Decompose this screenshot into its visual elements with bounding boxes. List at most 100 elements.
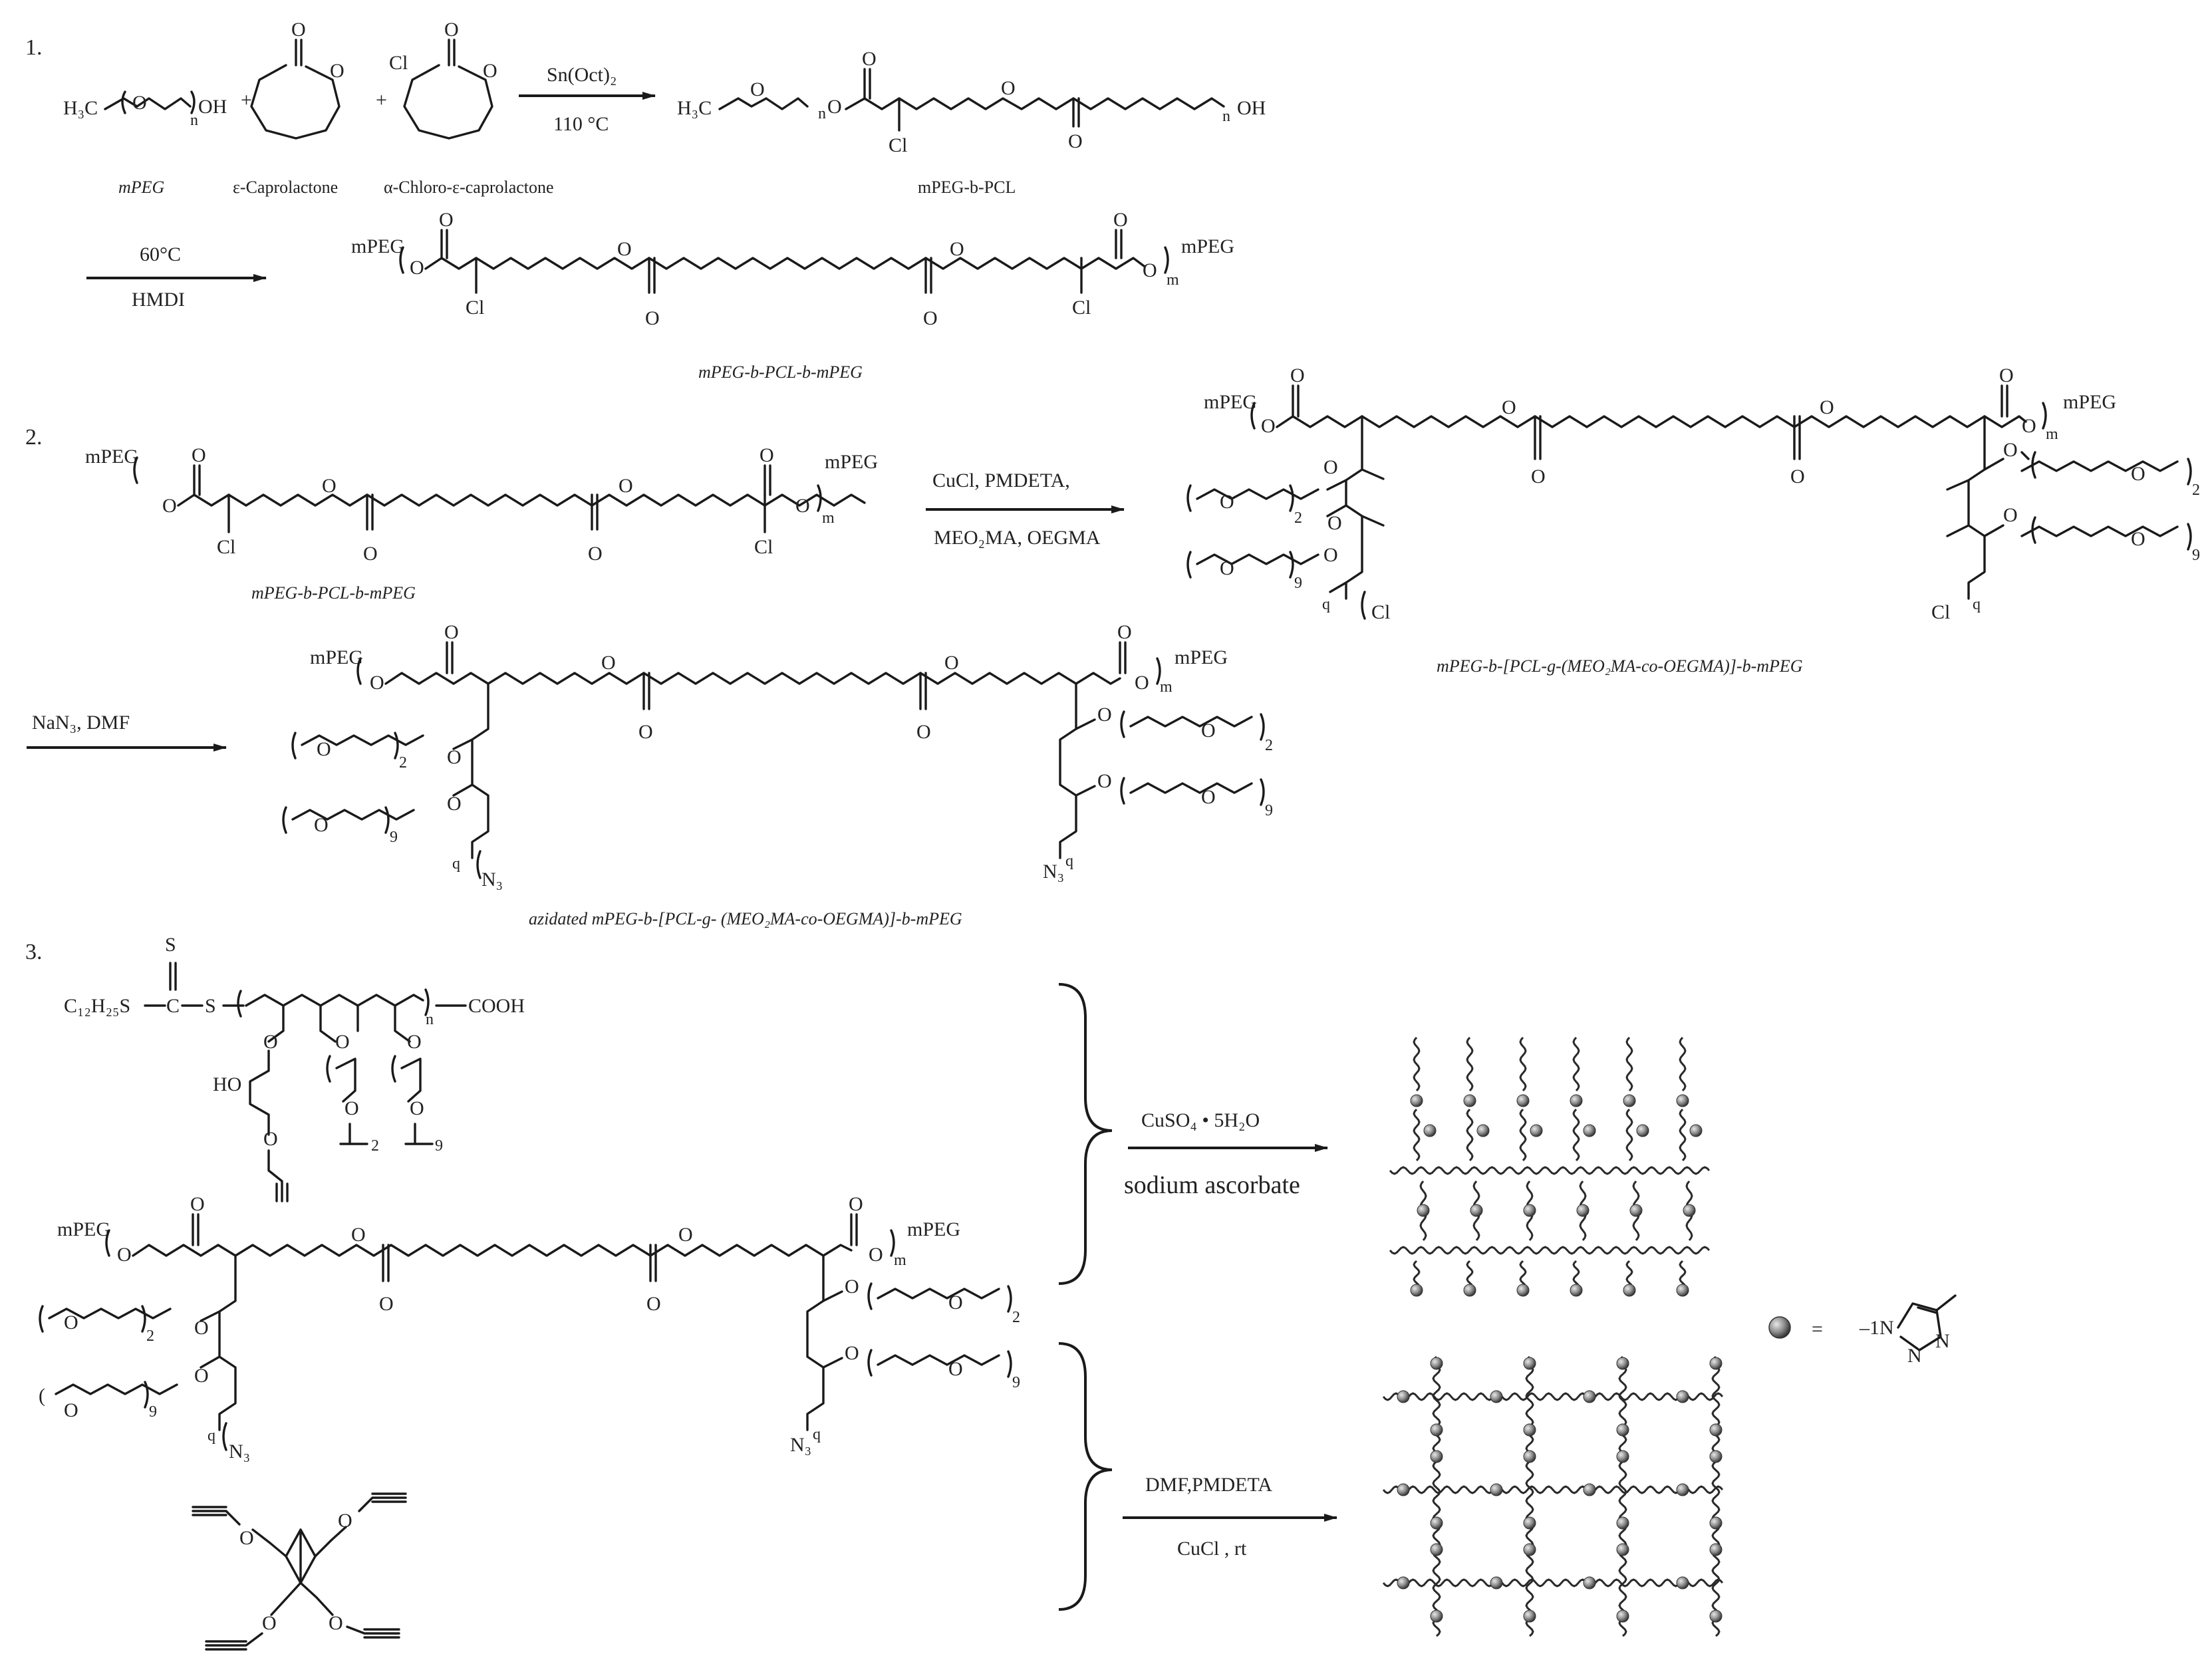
- nine-s3-2: 9: [1012, 1374, 1020, 1391]
- o-tl: O: [239, 1527, 254, 1549]
- o-raft-3: O: [407, 1031, 422, 1053]
- mpeg-right: mPEG: [1181, 235, 1234, 257]
- o-s3-bottom-2: O: [646, 1293, 661, 1315]
- cl-g-right: Cl: [1931, 601, 1950, 623]
- o-s3-top-2: O: [849, 1193, 863, 1215]
- reagent-meo2ma-oegma: MEO₂MA, OEGMA: [934, 527, 1101, 549]
- two-sub-1: 2: [1294, 509, 1302, 527]
- o-raft-1: O: [263, 1031, 278, 1053]
- reagent-60c: 60°C: [140, 243, 181, 265]
- chloro-caprolactone-ring: O O Cl: [389, 19, 497, 140]
- o-az-peg-4: O: [1201, 786, 1216, 808]
- mpeg-s3-left: mPEG: [57, 1218, 110, 1240]
- network-grid-vertical: [1711, 1355, 1721, 1637]
- o-s3-ester-1: O: [194, 1317, 209, 1339]
- reagent-cuso4: CuSO₄ • 5H₂O: [1141, 1109, 1260, 1131]
- triazole-legend: = –1N N N: [1768, 1294, 1957, 1367]
- triazole-bead: [1397, 1390, 1410, 1403]
- triazole-bead: [1623, 1284, 1636, 1297]
- triazole-bead: [1683, 1204, 1696, 1217]
- triazole-bead: [1430, 1450, 1443, 1463]
- o-az-top-2: O: [1117, 621, 1132, 643]
- o-s3-ester-3: O: [845, 1276, 859, 1298]
- triazole-bead: [1430, 1543, 1443, 1556]
- o-bl: O: [262, 1612, 277, 1634]
- ring-o: O: [330, 60, 345, 82]
- mpeg-right-2: mPEG: [825, 451, 878, 473]
- n3-az-right: N₃: [1043, 861, 1064, 883]
- o-az-peg-2: O: [314, 814, 329, 836]
- o-g-ester-2: O: [1327, 512, 1342, 534]
- triazole-bead: [1523, 1450, 1536, 1463]
- o-s3-left: O: [117, 1244, 132, 1266]
- triazole-bead: [1636, 1124, 1649, 1137]
- network-grid-horizontal: [1382, 1485, 1724, 1494]
- n3-s3-right: N₃: [790, 1434, 811, 1456]
- nine-az-1: 9: [390, 829, 398, 846]
- cl-atom: Cl: [389, 52, 408, 74]
- o-g-bottom-2: O: [1790, 466, 1805, 487]
- o-s3-ester-4: O: [845, 1342, 859, 1364]
- network-backbone: [1389, 1246, 1711, 1255]
- triazole-n3: N: [1935, 1330, 1950, 1352]
- reagent-110c: 110 °C: [553, 113, 609, 135]
- o-raft-5: O: [345, 1097, 359, 1119]
- m-az-sub: m: [1160, 678, 1173, 696]
- o-atom-2: O: [750, 78, 765, 100]
- triazole-bead: [1516, 1284, 1530, 1297]
- mpeg-s3-right: mPEG: [907, 1218, 960, 1240]
- triazole-bead: [1490, 1483, 1503, 1496]
- n-sub-3: n: [1222, 108, 1230, 125]
- network-chain: [1413, 1109, 1421, 1161]
- brace-bottom: [1058, 1342, 1113, 1611]
- o-mid-1: O: [617, 238, 632, 260]
- o-bottom-2: O: [645, 307, 660, 329]
- triazole-bead: [1523, 1423, 1536, 1437]
- c12h25s-label: C₁₂H₂₅S: [64, 995, 130, 1017]
- caption-graft: mPEG-b-[PCL-g-(MEO₂MA-co-OEGMA)]-b-mPEG: [1437, 656, 1803, 676]
- triazole-bead: [1397, 1576, 1410, 1590]
- triazole-bead: [1709, 1609, 1723, 1623]
- network-chain: [1466, 1109, 1474, 1161]
- m-s3-sub: m: [894, 1252, 906, 1269]
- triblock-structure-1: mPEG O O Cl O O O O Cl O O m mPEG: [351, 209, 1234, 329]
- o-raft-4: O: [263, 1128, 278, 1150]
- o-s3-peg-4: O: [948, 1358, 963, 1380]
- reagent-nan3-dmf: NaN₃, DMF: [32, 712, 130, 734]
- s-thione: S: [165, 934, 176, 956]
- reagent-hmdi: HMDI: [132, 289, 185, 311]
- o-left-2: O: [162, 495, 177, 517]
- triazole-n1: –1N: [1859, 1317, 1894, 1339]
- carbonyl-o-2: O: [444, 19, 459, 41]
- ring-o-2: O: [483, 60, 497, 82]
- triazole-bead: [1709, 1543, 1723, 1556]
- network-grid-vertical: [1525, 1355, 1534, 1637]
- network-chain: [1466, 1037, 1474, 1091]
- triazole-bead: [1490, 1576, 1503, 1590]
- cl-atom-2: Cl: [889, 134, 907, 156]
- two-s3-1: 2: [146, 1327, 154, 1345]
- cl-right-2: Cl: [754, 536, 773, 558]
- alkyne-copolymer-structure: S C₁₂H₂₅S C S n COOH O O O HO O O 2 O 9: [64, 934, 525, 1202]
- triazole-bead: [1570, 1094, 1583, 1107]
- o-az-bottom-1: O: [638, 721, 653, 743]
- mpeg-az-left: mPEG: [310, 646, 363, 668]
- mpeg-az-right: mPEG: [1175, 646, 1228, 668]
- o-az-top-1: O: [444, 621, 459, 643]
- caption-caprolactone: ε-Caprolactone: [233, 178, 338, 197]
- triazole-bead: [1629, 1204, 1643, 1217]
- triazole-bead: [1523, 1543, 1536, 1556]
- nine-sub-2: 9: [2192, 547, 2200, 564]
- two-s3-2: 2: [1012, 1309, 1020, 1326]
- o-left: O: [410, 257, 424, 279]
- o-az-mid-2: O: [944, 652, 959, 674]
- two-az-1: 2: [399, 754, 407, 771]
- network-chain: [1413, 1037, 1421, 1091]
- azidated-copolymer-structure-2: mPEG O O O O O O O O m mPEG O O O 2 ( O …: [39, 1193, 1020, 1462]
- network-grid: [1382, 1355, 1724, 1637]
- reagent-sodium-ascorbate: sodium ascorbate: [1124, 1171, 1300, 1199]
- o-az-peg-1: O: [317, 738, 331, 760]
- o-atom: O: [132, 92, 147, 114]
- triazole-bead: [1523, 1609, 1536, 1623]
